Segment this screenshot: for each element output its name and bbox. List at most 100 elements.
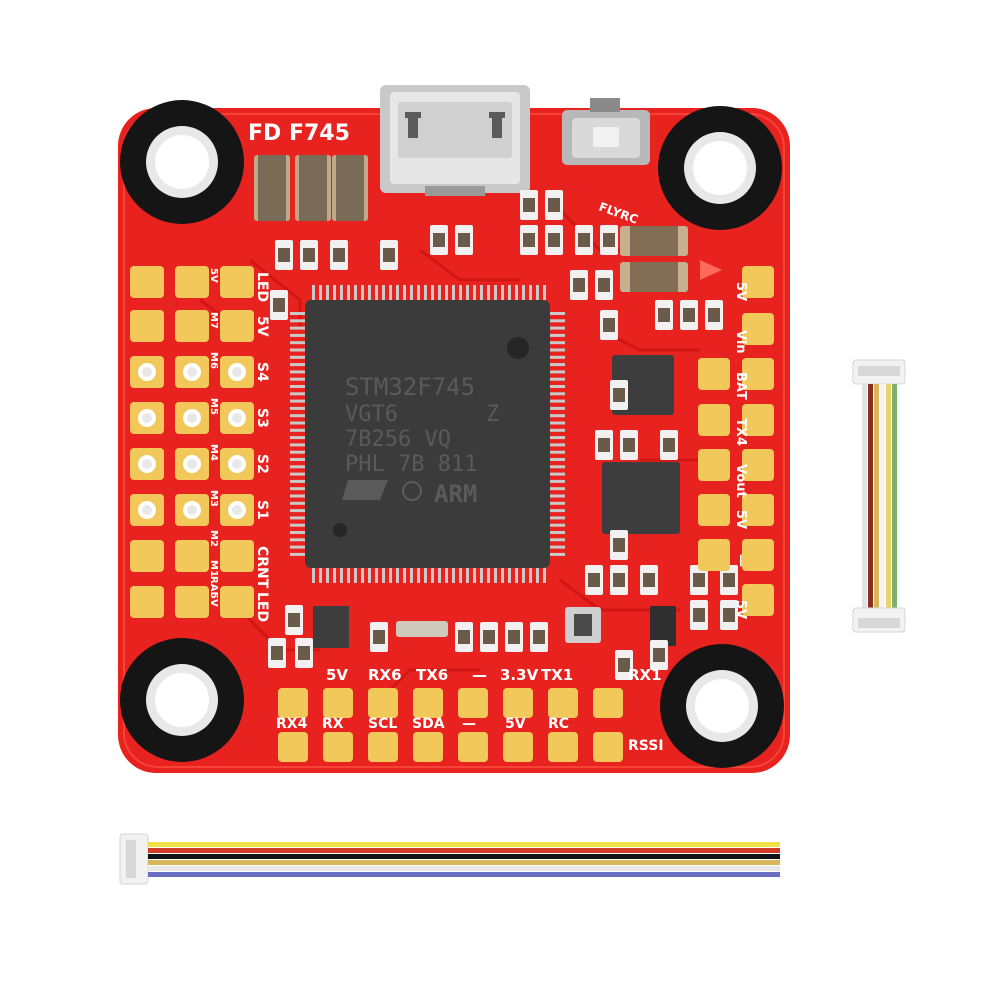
solder-pad: [323, 732, 353, 762]
silk-label: 5V: [254, 316, 270, 337]
chip-line-4: 7B256 VQ: [345, 427, 451, 452]
arrow-icon: [700, 260, 722, 280]
through-hole-pad: [220, 402, 254, 434]
smd-part: [615, 650, 633, 680]
through-hole-pad: [130, 494, 164, 526]
cable-horizontal: [119, 833, 780, 885]
smd-part: [370, 622, 388, 652]
solder-pad: [175, 266, 209, 298]
smd-part: [300, 240, 318, 270]
solder-pad: [323, 688, 353, 718]
solder-pad: [220, 540, 254, 572]
silk-label: 3.3V: [500, 666, 539, 684]
smd-part: [380, 240, 398, 270]
solder-pad: [742, 358, 774, 390]
chip-line-1: STM32F745: [345, 373, 475, 401]
st-logo-icon: [342, 480, 388, 500]
mounting-hole: [658, 106, 782, 230]
solder-pad: [742, 266, 774, 298]
solder-pad: [742, 404, 774, 436]
through-hole-pad: [130, 402, 164, 434]
mounting-holes: [120, 100, 784, 768]
solder-pad: [175, 540, 209, 572]
chip-line-2: VGT6: [345, 402, 398, 427]
smd-part: [330, 240, 348, 270]
silk-label: TX4: [733, 418, 748, 446]
silk-label: S3: [254, 408, 270, 428]
horizontal-wires: [148, 842, 780, 877]
wire-strand: [862, 384, 867, 608]
solder-pad: [278, 688, 308, 718]
wire-strand: [148, 854, 780, 859]
solder-pad: [593, 688, 623, 718]
chip-line-3: Z: [486, 402, 499, 427]
smd-part: [660, 430, 678, 460]
solder-pad: [220, 310, 254, 342]
silk-label: S4: [254, 362, 270, 382]
capacitors-top-left: [254, 155, 368, 221]
smd-part: [610, 530, 628, 560]
through-hole-pad: [175, 402, 209, 434]
wire-strand: [148, 860, 780, 865]
smd-part: [640, 565, 658, 595]
silk-label: S2: [254, 454, 270, 474]
silk-label: S1: [254, 500, 270, 520]
silk-label: RX1: [628, 666, 662, 684]
solder-pad: [130, 266, 164, 298]
solder-pad: [698, 404, 730, 436]
solder-pad: [130, 540, 164, 572]
wire-strand: [892, 384, 897, 608]
chip-package: [305, 300, 550, 568]
silk-label: 5V: [326, 666, 348, 684]
silk-label: —: [472, 666, 487, 684]
smd-part: [520, 225, 538, 255]
through-hole-pad: [220, 494, 254, 526]
chip-line-5: PHL 7B 811: [345, 452, 477, 477]
wire-strand: [880, 384, 885, 608]
smd-part: [480, 622, 498, 652]
smd-part: [585, 565, 603, 595]
silk-label: 5V: [505, 716, 526, 732]
solder-pad: [175, 586, 209, 618]
silk-label: 5V: [733, 510, 748, 529]
chip-pin1-dot: [507, 337, 529, 359]
silkscreen-labels: LED5VS4S3S2S1CRNTLED5VM7M6M5M4M3M2M1RAI5…: [208, 268, 748, 754]
through-hole-pad: [130, 448, 164, 480]
smd-part: [545, 225, 563, 255]
silk-label: Vout: [733, 464, 748, 498]
solder-pad: [742, 494, 774, 526]
silk-label: M6: [208, 352, 219, 369]
through-hole-pad: [220, 448, 254, 480]
solder-pad: [220, 586, 254, 618]
silk-label: RX6: [368, 666, 402, 684]
solder-pad: [742, 539, 774, 571]
smd-part: [295, 638, 313, 668]
capacitors-top-right: [620, 226, 688, 292]
smd-part: [595, 430, 613, 460]
copyright-icon: [402, 481, 422, 501]
wire-strand: [874, 384, 879, 608]
silk-label: LED: [254, 272, 270, 302]
smd-part: [275, 240, 293, 270]
silk-label: CRNT: [254, 546, 270, 589]
smd-part: [620, 430, 638, 460]
chip-logo: ARM: [434, 480, 477, 508]
wire-strand: [148, 866, 780, 871]
smd-part: [530, 622, 548, 652]
smd-part: [575, 225, 593, 255]
through-hole-pad: [175, 494, 209, 526]
solder-pad: [548, 688, 578, 718]
silk-label: 5V: [733, 282, 748, 301]
through-hole-pad: [130, 356, 164, 388]
smd-part: [610, 380, 628, 410]
silk-label: 5V: [208, 592, 219, 607]
smd-part: [650, 640, 668, 670]
smd-part: [600, 310, 618, 340]
mounting-hole: [120, 638, 244, 762]
solder-pads: [130, 266, 774, 762]
smd-part: [600, 225, 618, 255]
silk-label: TX1: [541, 666, 573, 684]
smd-part: [520, 190, 538, 220]
wire-strand: [148, 842, 780, 847]
solder-pad: [742, 313, 774, 345]
